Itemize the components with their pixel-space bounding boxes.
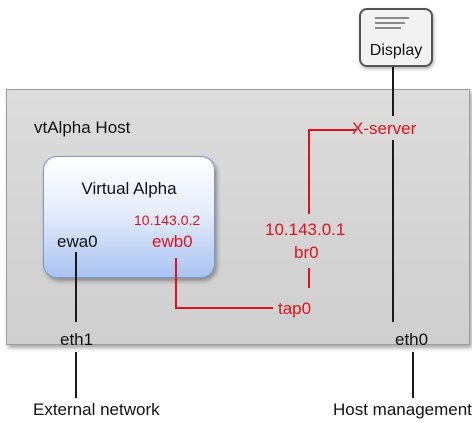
ewa0-label: ewa0 [57, 232, 98, 251]
virtual-alpha-title: Virtual Alpha [81, 179, 177, 198]
br0-label: br0 [294, 243, 319, 262]
virtual-alpha-box: Virtual Alpha [43, 156, 215, 278]
tap0-label: tap0 [278, 299, 312, 318]
ewb0-to-tap0-line [175, 258, 273, 309]
bridge-to-xserver-line [308, 129, 356, 214]
display-label: Display [369, 42, 423, 59]
external-network-label: External network [33, 400, 160, 419]
host-title: vtAlpha Host [34, 118, 131, 137]
bridge-ip-label: 10.143.0.1 [265, 220, 346, 239]
ewb0-label: ewb0 [152, 232, 193, 251]
display-box: Display [359, 8, 433, 67]
host-management-label: Host management [333, 400, 472, 419]
monitor-icon [375, 17, 409, 29]
eth0-label: eth0 [395, 330, 429, 349]
ewb0-ip-label: 10.143.0.2 [134, 212, 201, 228]
xserver-label: X-server [352, 119, 417, 138]
eth1-label: eth1 [60, 330, 94, 349]
